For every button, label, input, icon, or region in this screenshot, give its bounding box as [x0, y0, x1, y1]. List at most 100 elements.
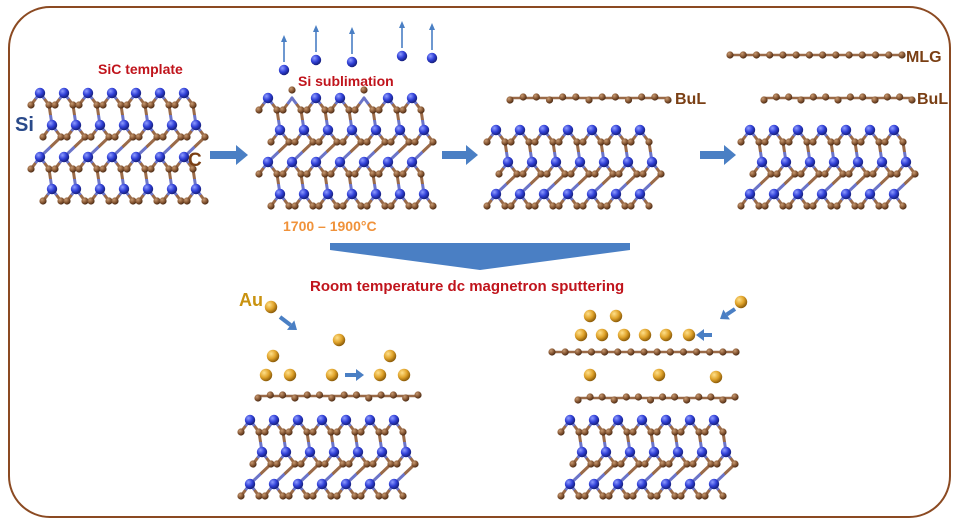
- carbon-atom: [773, 170, 781, 178]
- carbon-atom: [869, 170, 877, 178]
- carbon-atom: [591, 170, 599, 178]
- sublimated-si-atom: [426, 52, 438, 64]
- carbon-atom: [171, 101, 179, 109]
- buffer-layer-atom: [624, 96, 633, 104]
- carbon-atom: [581, 428, 589, 436]
- carbon-atom: [749, 170, 757, 178]
- carbon-atom: [321, 106, 329, 114]
- buffer-layer-atom: [574, 396, 582, 404]
- process-arrows: [210, 21, 737, 381]
- gold-atom: [264, 300, 278, 314]
- carbon-atom: [327, 106, 335, 114]
- silicon-atom: [376, 446, 388, 458]
- carbon-atom: [701, 492, 709, 500]
- si-sublimation-arrow: [281, 35, 287, 62]
- carbon-atom: [69, 101, 77, 109]
- carbon-atom: [51, 165, 59, 173]
- silicon-atom: [660, 478, 672, 490]
- carbon-atom: [357, 492, 365, 500]
- carbon-atom: [201, 133, 209, 141]
- silicon-atom: [586, 124, 598, 136]
- buffer-layer-atom: [585, 96, 593, 104]
- carbon-atom: [569, 460, 577, 468]
- buffer-layer-atom: [785, 93, 793, 101]
- au-diffusion-arrow: [696, 329, 712, 341]
- buffer-layer-atom: [646, 396, 655, 404]
- carbon-atom: [605, 428, 613, 436]
- monolayer-graphene-atom: [819, 51, 827, 59]
- carbon-atom: [357, 138, 365, 146]
- buffer-layer-atom: [402, 394, 410, 402]
- carbon-atom: [525, 202, 533, 210]
- carbon-atom: [75, 101, 83, 109]
- silicon-atom: [118, 119, 130, 131]
- carbon-atom: [333, 138, 341, 146]
- carbon-atom: [483, 138, 491, 146]
- carbon-atom: [255, 428, 263, 436]
- carbon-atom: [507, 138, 515, 146]
- carbon-atom: [875, 202, 883, 210]
- carbon-atom: [375, 428, 383, 436]
- buffer-layer-atom: [414, 391, 422, 399]
- buffer-layer-atom: [610, 396, 618, 404]
- carbon-atom: [803, 202, 811, 210]
- silicon-atom: [244, 478, 256, 490]
- carbon-atom: [375, 170, 383, 178]
- silicon-atom: [310, 92, 322, 104]
- carbon-atom: [575, 492, 583, 500]
- buffer-layer-atom: [340, 391, 348, 399]
- carbon-atom: [665, 460, 673, 468]
- silicon-atom: [364, 478, 376, 490]
- carbon-atom: [57, 133, 65, 141]
- gold-atom: [652, 368, 666, 382]
- carbon-atom: [549, 202, 557, 210]
- buffer-layer-atom: [908, 96, 916, 104]
- silicon-atom: [154, 151, 166, 163]
- silicon-atom: [106, 151, 118, 163]
- carbon-atom: [833, 138, 841, 146]
- silicon-atom: [406, 92, 418, 104]
- silicon-atom: [564, 414, 576, 426]
- carbon-atom: [297, 460, 305, 468]
- carbon-atom: [129, 133, 137, 141]
- carbon-atom: [399, 106, 407, 114]
- carbon-atom: [51, 101, 59, 109]
- c-label: C: [188, 150, 202, 171]
- silicon-atom: [756, 156, 768, 168]
- carbon-atom: [327, 170, 335, 178]
- carbon-atom: [411, 460, 419, 468]
- buffer-layer-atom: [871, 96, 879, 104]
- carbon-atom: [411, 138, 419, 146]
- silicon-atom: [684, 414, 696, 426]
- silicon-atom: [888, 124, 900, 136]
- carbon-atom: [737, 202, 745, 210]
- carbon-atom: [351, 492, 359, 500]
- gold-atom: [397, 368, 411, 382]
- carbon-atom: [621, 202, 629, 210]
- silicon-atom: [190, 119, 202, 131]
- carbon-atom: [405, 202, 413, 210]
- carbon-atom: [273, 106, 281, 114]
- silicon-atom: [744, 188, 756, 200]
- carbon-atom: [609, 170, 617, 178]
- silicon-atom: [94, 183, 106, 195]
- carbon-atom: [63, 133, 71, 141]
- monolayer-graphene-atom: [614, 348, 622, 356]
- carbon-atom: [911, 170, 919, 178]
- silicon-atom: [636, 478, 648, 490]
- si-sublimation-arrow: [429, 23, 435, 50]
- carbon-atom: [827, 138, 835, 146]
- carbon-atom: [719, 428, 727, 436]
- silicon-atom: [612, 478, 624, 490]
- carbon-atom: [303, 106, 311, 114]
- gold-atom: [574, 328, 588, 342]
- carbon-atom: [345, 170, 353, 178]
- carbon-atom: [899, 202, 907, 210]
- carbon-atom: [123, 165, 131, 173]
- carbon-atom: [147, 165, 155, 173]
- carbon-atom: [603, 202, 611, 210]
- carbon-atom: [731, 460, 739, 468]
- si-sublimation-arrow: [349, 27, 355, 54]
- carbon-atom: [135, 133, 143, 141]
